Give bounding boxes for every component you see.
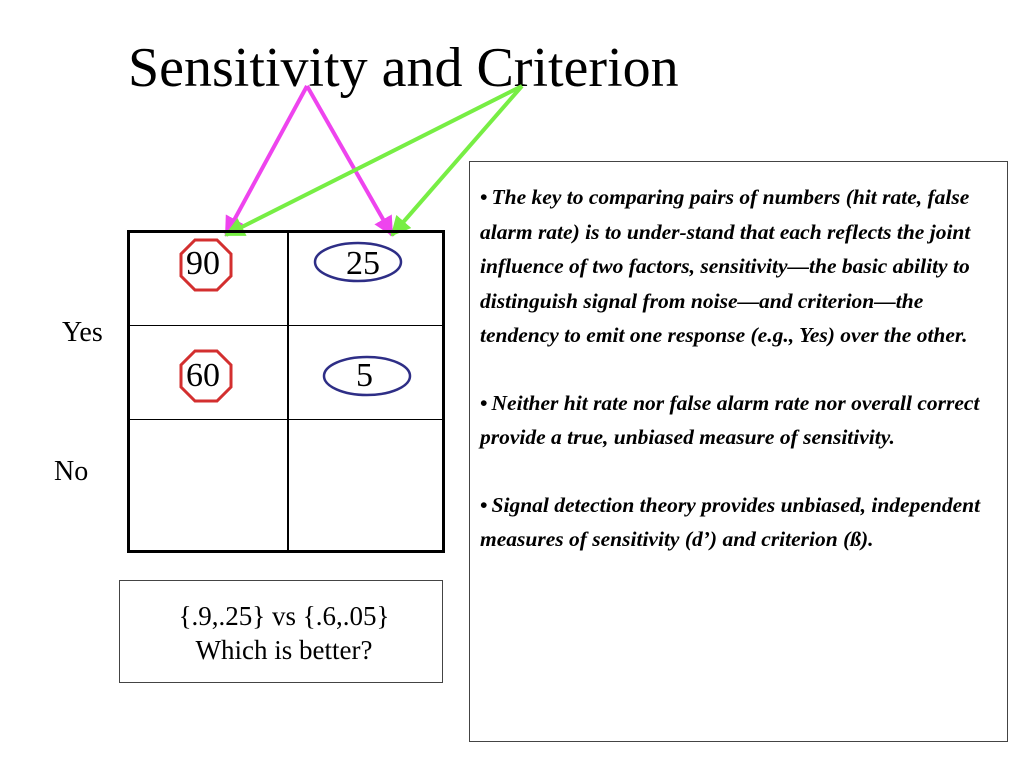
table-row-divider xyxy=(130,419,442,420)
bullet-symbol: • xyxy=(480,492,488,517)
response-table xyxy=(127,230,445,553)
no-hit-value: 60 xyxy=(186,357,220,394)
ellipse-marker-icon xyxy=(322,355,412,397)
bullet-symbol: • xyxy=(480,390,488,415)
row-label-yes: Yes xyxy=(62,317,103,348)
bullet-symbol: • xyxy=(480,185,488,209)
slide-title: Sensitivity and Criterion xyxy=(128,37,679,99)
comparison-pairs: {.9,.25} vs {.6,.05} xyxy=(178,601,390,631)
table-row-divider xyxy=(130,325,442,326)
note-text: Signal detection theory provides unbiase… xyxy=(480,492,981,552)
notes-box: •The key to comparing pairs of numbers (… xyxy=(469,161,1008,742)
yes-hit-value: 90 xyxy=(186,245,220,282)
note-bullet: •Signal detection theory provides unbias… xyxy=(480,488,999,557)
note-bullet: •Neither hit rate nor false alarm rate n… xyxy=(480,386,999,455)
row-label-no: No xyxy=(54,456,89,487)
note-text: The key to comparing pairs of numbers (h… xyxy=(480,185,971,347)
note-text: Neither hit rate nor false alarm rate no… xyxy=(480,390,980,450)
magenta-arrow-to-false-alarm-column xyxy=(305,85,394,237)
ellipse-marker-icon xyxy=(313,241,403,283)
magenta-arrow-to-hit-column xyxy=(224,85,309,237)
comparison-question-box: {.9,.25} vs {.6,.05} Which is better? xyxy=(119,580,443,683)
comparison-question: Which is better? xyxy=(195,635,373,665)
octagon-marker-icon xyxy=(179,238,233,292)
no-false-alarm-value: 5 xyxy=(356,357,373,394)
octagon-marker-icon xyxy=(179,349,233,403)
note-bullet: •The key to comparing pairs of numbers (… xyxy=(480,180,999,353)
table-column-divider xyxy=(287,233,289,550)
yes-false-alarm-value: 25 xyxy=(346,245,380,282)
